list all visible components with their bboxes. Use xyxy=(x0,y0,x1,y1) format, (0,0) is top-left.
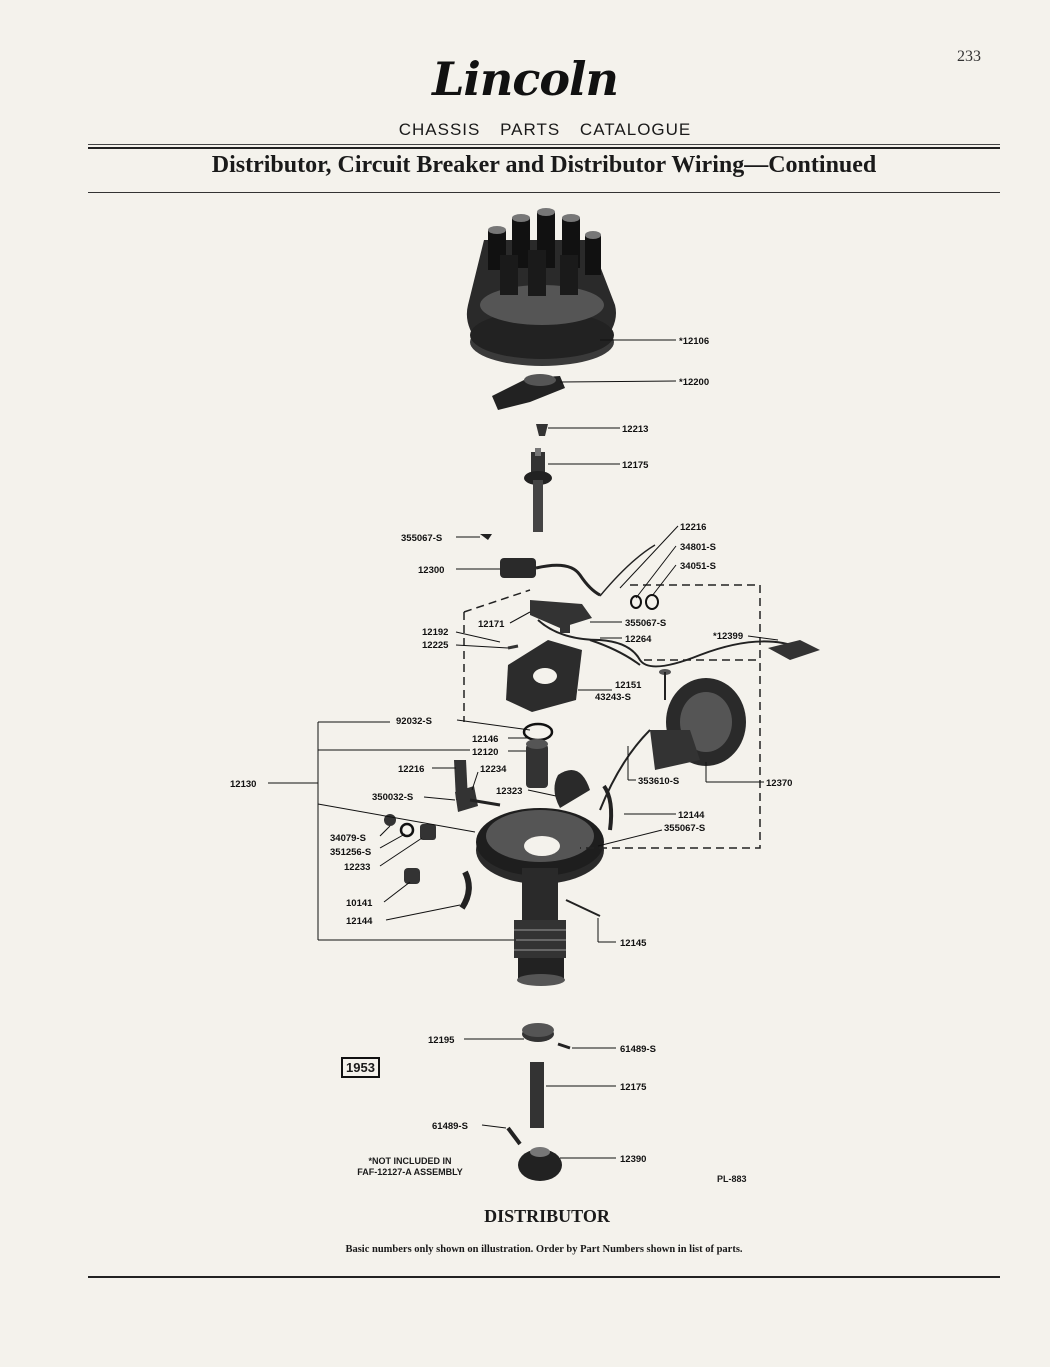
callout-label: 350032-S xyxy=(372,792,413,803)
distributor-cap-illustration xyxy=(466,208,616,366)
callout-label: 355067-S xyxy=(625,618,666,629)
callout-label: 12323 xyxy=(496,786,522,797)
condenser-illustration xyxy=(500,558,601,597)
callout-label: 12213 xyxy=(622,424,648,435)
callout-label: 355067-S xyxy=(664,823,705,834)
callout-label: 12192 xyxy=(422,627,448,638)
plate-number: PL-883 xyxy=(717,1174,747,1184)
breaker-plate-illustration xyxy=(506,640,582,712)
header-rule xyxy=(88,144,1000,145)
callout-label: 34051-S xyxy=(680,561,716,572)
callout-label: 12146 xyxy=(472,734,498,745)
order-note: Basic numbers only shown on illustration… xyxy=(345,1244,743,1255)
callout-label: 12175 xyxy=(620,1082,647,1093)
callout-label: 34801-S xyxy=(680,542,716,553)
section-title: Distributor, Circuit Breaker and Distrib… xyxy=(211,152,877,178)
rotor-illustration xyxy=(492,374,565,410)
callout-label: 12300 xyxy=(418,565,444,576)
callout-label: 12145 xyxy=(620,938,647,949)
callout-label: 34079-S xyxy=(330,833,366,844)
callout-label: 12216 xyxy=(398,764,424,775)
callout-label: 12130 xyxy=(230,779,256,790)
footnote-line: FAF-12127-A ASSEMBLY xyxy=(357,1167,463,1177)
callout-label: 12225 xyxy=(422,640,449,651)
callout-label: 61489-S xyxy=(620,1044,656,1055)
cam-illustration xyxy=(524,448,552,532)
footnote-line: *NOT INCLUDED IN xyxy=(368,1156,452,1166)
callout-label: 92032-S xyxy=(396,716,432,727)
callout-label: 12120 xyxy=(472,747,498,758)
footer-rule xyxy=(88,1276,1000,1278)
callout-label: 12390 xyxy=(620,1154,646,1165)
callout-label: 12175 xyxy=(622,460,649,471)
callout-label: 12144 xyxy=(678,810,705,821)
callout-label: 43243-S xyxy=(595,692,631,703)
gear-illustration xyxy=(518,1147,562,1181)
callout-label: 12233 xyxy=(344,862,370,873)
callout-label: 12151 xyxy=(615,680,642,691)
header-rule xyxy=(88,147,1000,149)
callout-label: 351256-S xyxy=(330,847,371,858)
brand-logo: Lincoln xyxy=(432,52,619,106)
callout-label: 12195 xyxy=(428,1035,455,1046)
title-rule xyxy=(88,192,1000,193)
callout-label: 10141 xyxy=(346,898,373,909)
callout-label: 12216 xyxy=(680,522,706,533)
figure-caption: DISTRIBUTOR xyxy=(484,1206,610,1226)
callout-label: 12234 xyxy=(480,764,507,775)
page-number: 233 xyxy=(957,48,981,65)
callout-label: 12370 xyxy=(766,778,792,789)
callout-label: 12264 xyxy=(625,634,652,645)
footnote: *NOT INCLUDED IN FAF-12127-A ASSEMBLY xyxy=(330,1156,490,1178)
year-badge: 1953 xyxy=(341,1057,380,1078)
callout-label: 12171 xyxy=(478,619,505,630)
vacuum-advance-illustration xyxy=(650,669,746,770)
catalogue-title: CHASSIS PARTS CATALOGUE xyxy=(398,120,692,139)
callout-label: 355067-S xyxy=(401,533,442,544)
callout-label: 61489-S xyxy=(432,1121,468,1132)
callout-label: *12399 xyxy=(713,631,743,642)
callout-label: *12200 xyxy=(679,377,709,388)
distributor-housing-illustration xyxy=(476,808,604,986)
callout-label: 12144 xyxy=(346,916,373,927)
callout-label: *12106 xyxy=(679,336,709,347)
callout-label: 353610-S xyxy=(638,776,679,787)
